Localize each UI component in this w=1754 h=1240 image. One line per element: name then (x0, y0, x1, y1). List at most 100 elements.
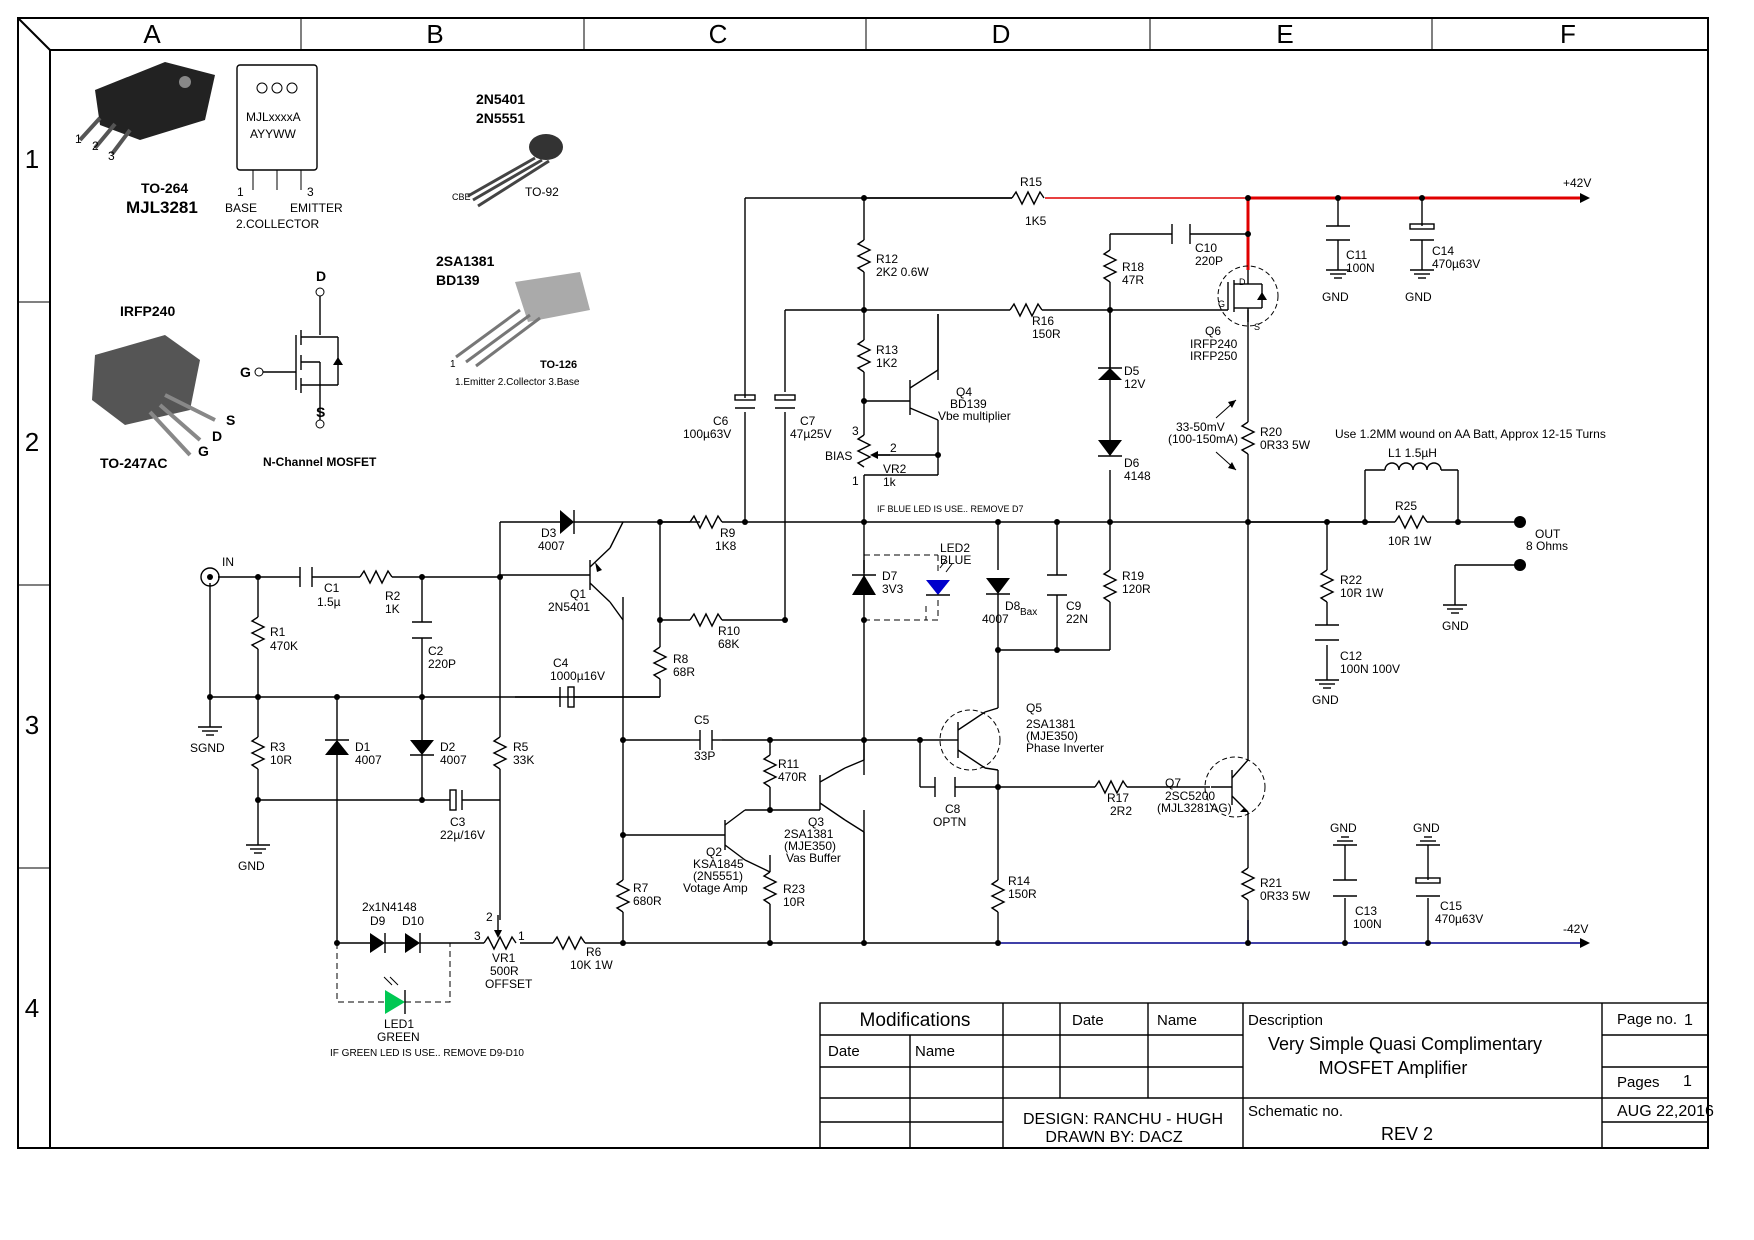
tb-pageno-label: Page no. (1617, 1011, 1677, 1028)
label-bias: BIAS (825, 449, 852, 463)
d2-ref: D2 (440, 740, 456, 754)
to92-part-2: 2N5551 (476, 110, 525, 126)
c10-ref: C10 (1195, 241, 1217, 255)
vr2-pin1: 1 (852, 474, 859, 488)
vr2-val: 1k (883, 475, 897, 489)
c1-val: 1.5µ (317, 595, 341, 609)
vr2-ref: VR2 (883, 462, 907, 476)
ground-symbols (198, 269, 1467, 854)
pinout-3: 3 (307, 185, 314, 199)
schematic-wires (209, 197, 1520, 944)
q5-l3: Phase Inverter (1026, 741, 1104, 755)
vr1-pin2: 2 (486, 910, 493, 924)
r8-val: 68R (673, 665, 695, 679)
irf-part: IRFP240 (120, 303, 175, 319)
diodes (325, 310, 1122, 1014)
component-labels: IN SGND GND C1 1.5µ R2 1K R1 470K C2 220… (190, 175, 1606, 1059)
grid-col-e: E (1276, 19, 1293, 49)
terminals (200, 516, 1526, 587)
c7-val: 47µ25V (790, 427, 832, 441)
r18-val: 47R (1122, 273, 1144, 287)
d6-ref: D6 (1124, 456, 1140, 470)
d7-ref: D7 (882, 569, 898, 583)
r12-ref: R12 (876, 252, 898, 266)
r23-val: 10R (783, 895, 805, 909)
q3-l2: (MJE350) (784, 839, 836, 853)
label-gnd-c13: GND (1330, 821, 1357, 835)
q6-pin-d: D (1239, 277, 1246, 287)
to92-part-1: 2N5401 (476, 91, 525, 107)
to92-pin-letters: CBE (452, 192, 471, 202)
d6-val: 4148 (1124, 469, 1151, 483)
tb-title-2: MOSFET Amplifier (1319, 1058, 1468, 1078)
c12-ref: C12 (1340, 649, 1362, 663)
r1-val: 470K (270, 639, 298, 653)
mosfet-sym-d: D (316, 268, 326, 284)
r16-val: 150R (1032, 327, 1061, 341)
d8-ref: D8 (1005, 599, 1021, 613)
d10-ref: D10 (402, 914, 424, 928)
d9d10-part: 2x1N4148 (362, 900, 417, 914)
r20-ref: R20 (1260, 425, 1282, 439)
blue-led-note: IF BLUE LED IS USE.. REMOVE D7 (877, 504, 1024, 514)
r6-val: 10K 1W (570, 958, 613, 972)
bias-note-1: 33-50mV (1176, 420, 1225, 434)
c4-val: 1000µ16V (550, 669, 605, 683)
r13-ref: R13 (876, 343, 898, 357)
r5-val: 33K (513, 753, 534, 767)
negative-rail: -42V (623, 920, 1590, 948)
tb-name-col: Name (915, 1043, 955, 1060)
q1-ref: Q1 (570, 587, 586, 601)
d7-val: 3V3 (882, 582, 904, 596)
vr1-pin3: 3 (474, 929, 481, 943)
d1-val: 4007 (355, 753, 382, 767)
d2-val: 4007 (440, 753, 467, 767)
to264-package-illustration: 1 2 3 TO-264 MJL3281 (75, 62, 215, 217)
d1-ref: D1 (355, 740, 371, 754)
c11-ref: C11 (1346, 248, 1367, 262)
r19-val: 120R (1122, 582, 1151, 596)
to264-pin1-label: 1 (75, 132, 82, 146)
r10-ref: R10 (718, 624, 740, 638)
r3-val: 10R (270, 753, 292, 767)
r2-ref: R2 (385, 589, 401, 603)
pinout-1: 1 (237, 185, 244, 199)
c4-ref: C4 (553, 656, 569, 670)
c9-val: 22N (1066, 612, 1088, 626)
q4-ref: Q4 (956, 385, 972, 399)
tb-rev: REV 2 (1381, 1124, 1433, 1144)
r8-ref: R8 (673, 652, 689, 666)
q3-ref: Q3 (808, 815, 824, 829)
label-out: OUT (1535, 527, 1561, 541)
r11-val: 470R (778, 770, 807, 784)
r21-ref: R21 (1260, 876, 1282, 890)
irf-pkg: TO-247AC (100, 455, 167, 471)
q3-l1: 2SA1381 (784, 827, 834, 841)
tb-description-label: Description (1248, 1012, 1323, 1029)
inductor-l1 (1365, 462, 1458, 471)
r23-ref: R23 (783, 882, 805, 896)
r15-ref: R15 (1020, 175, 1042, 189)
r25-ref: R25 (1395, 499, 1417, 513)
r15-val: 1K5 (1025, 214, 1047, 228)
to126-package-illustration: 2SA1381 BD139 1 TO-126 1.Emitter 2.Colle… (436, 253, 590, 388)
junction-dots (207, 195, 1461, 946)
c13-ref: C13 (1355, 904, 1377, 918)
c5-ref: C5 (694, 713, 710, 727)
r11-ref: R11 (778, 757, 799, 771)
label-in: IN (222, 555, 234, 569)
d5-ref: D5 (1124, 364, 1140, 378)
tb-title-1: Very Simple Quasi Complimentary (1268, 1034, 1542, 1054)
tb-date-col: Date (828, 1043, 860, 1060)
r7-ref: R7 (633, 881, 649, 895)
q5-ref: Q5 (1026, 701, 1042, 715)
irf-pin-s: S (226, 412, 235, 428)
q3-l3: Vas Buffer (786, 851, 841, 865)
q2-l1: KSA1845 (693, 857, 744, 871)
tb-date-value: AUG 22,2016 (1617, 1103, 1714, 1120)
r19-ref: R19 (1122, 569, 1144, 583)
r17-ref: R17 (1107, 791, 1129, 805)
r5-ref: R5 (513, 740, 529, 754)
r9-val: 1K8 (715, 539, 737, 553)
bias-note-2: (100-150mA) (1168, 432, 1238, 446)
